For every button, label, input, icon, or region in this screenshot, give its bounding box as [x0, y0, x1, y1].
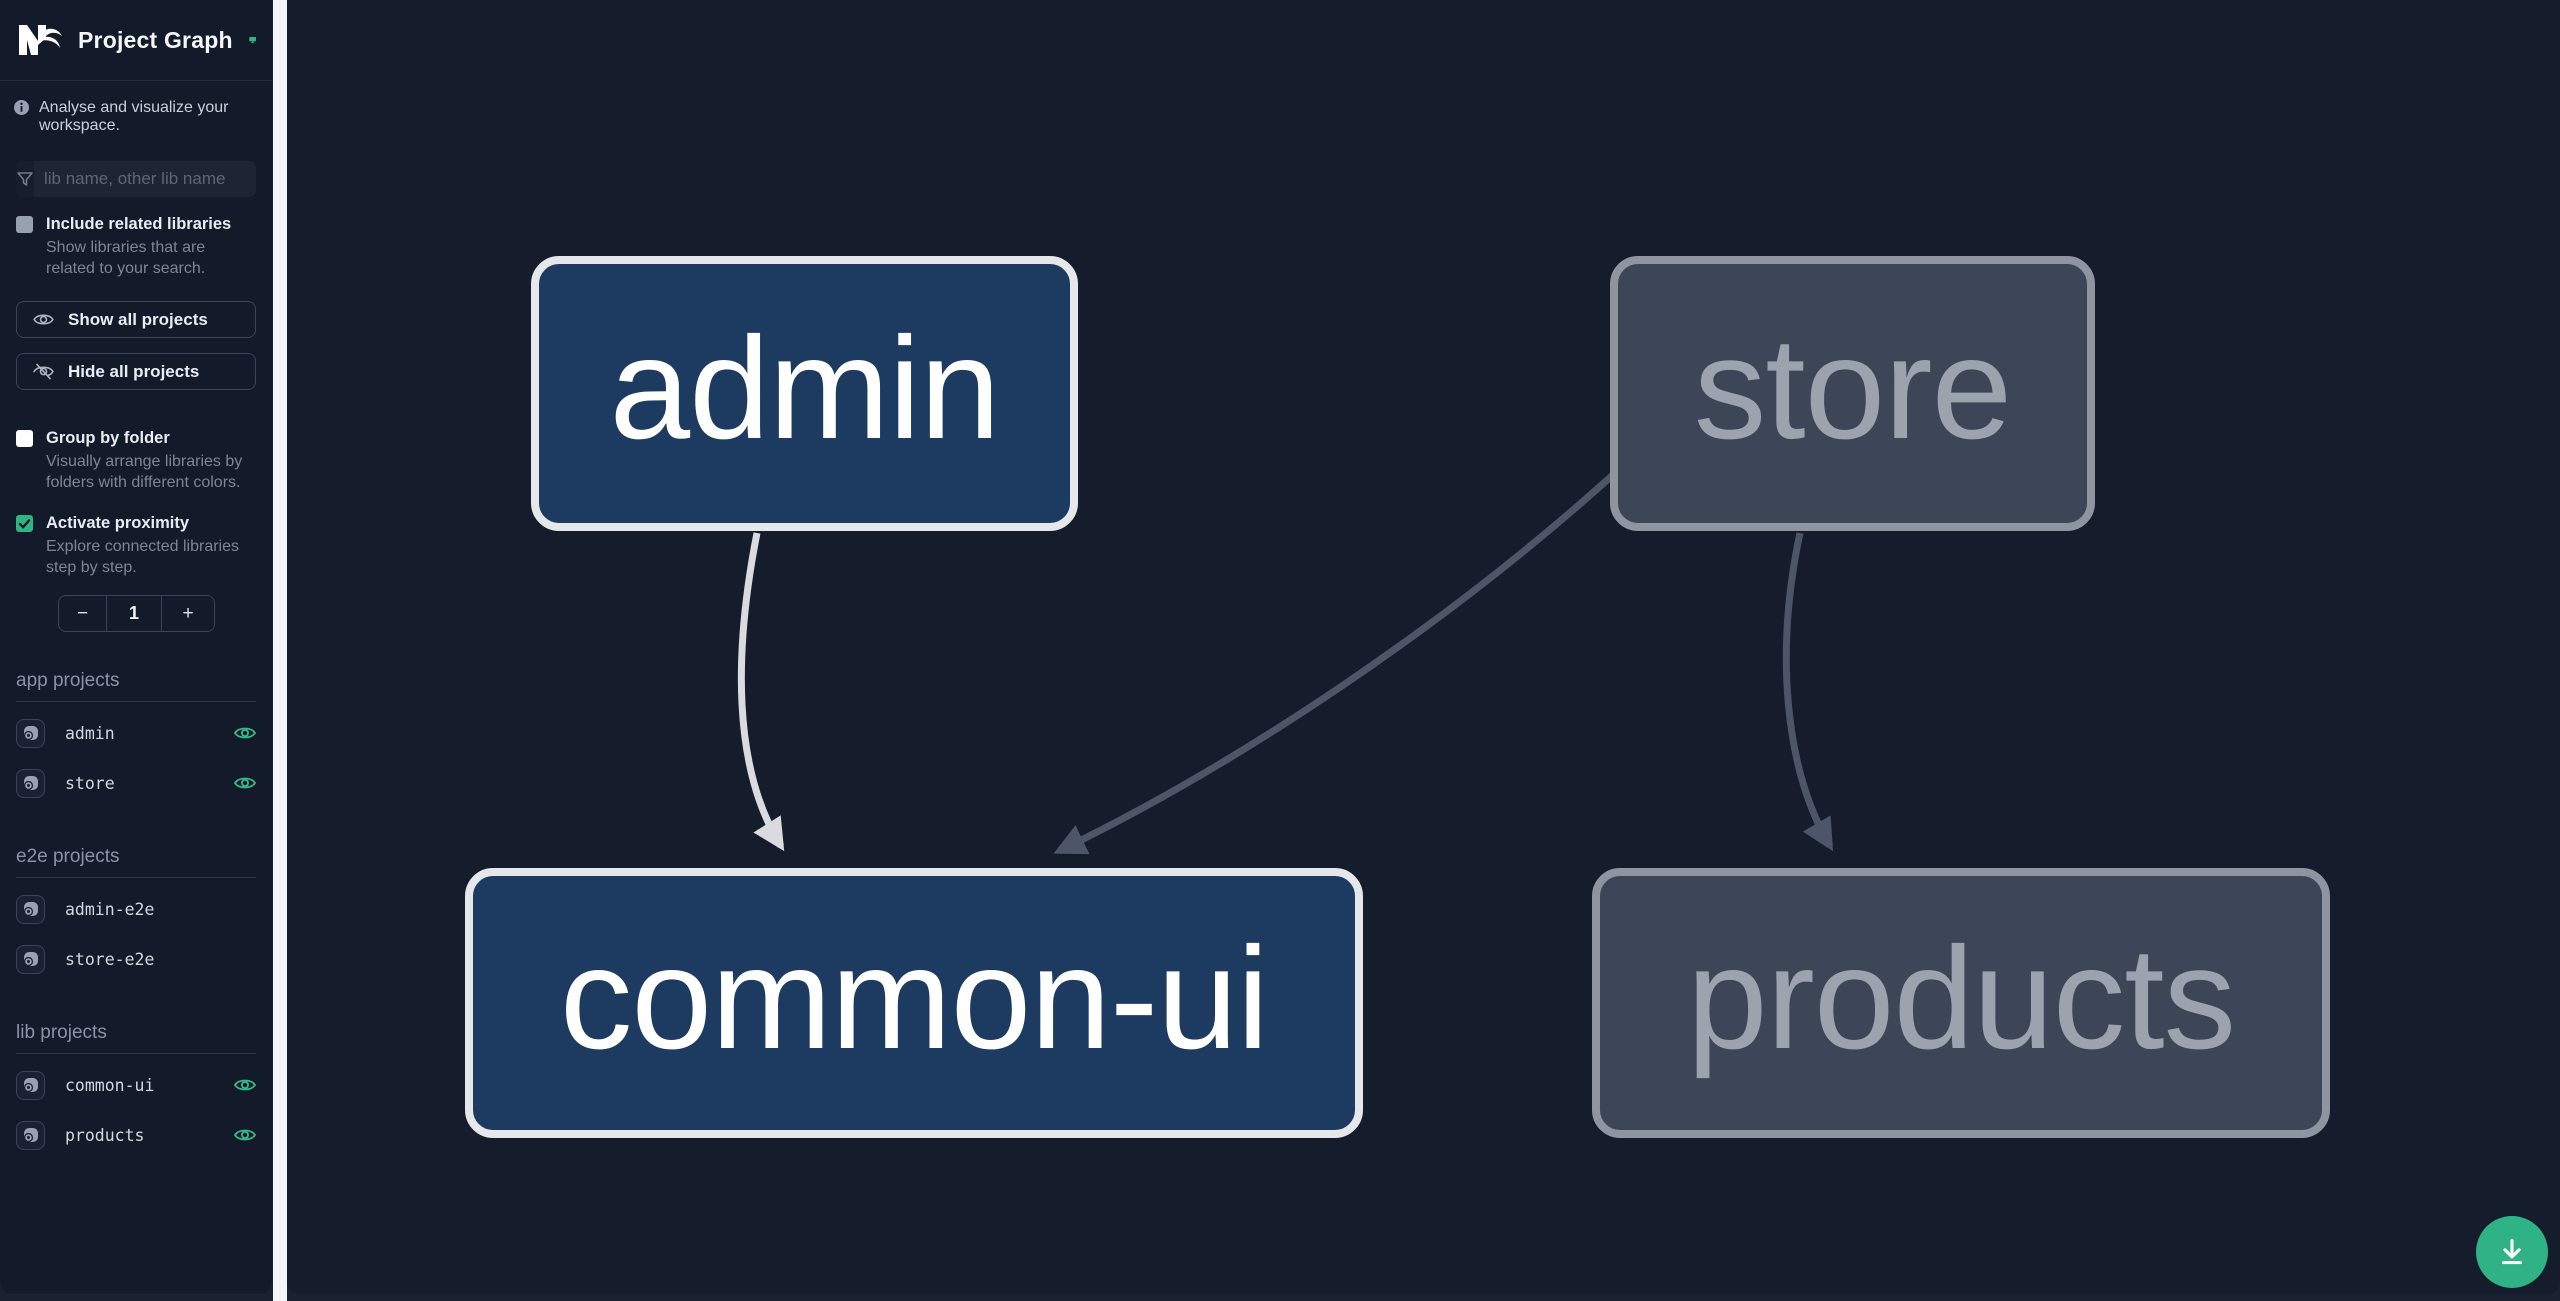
- download-icon: [2501, 1239, 2523, 1265]
- nx-logo-icon: [19, 25, 62, 55]
- activate-proximity-label: Activate proximity: [46, 514, 190, 532]
- search-input[interactable]: [34, 161, 256, 197]
- project-sections: app projects admin store e2e projects admin-…: [0, 670, 272, 1160]
- project-item-common-ui: common-ui: [0, 1060, 272, 1110]
- hide-all-projects-label: Hide all projects: [68, 361, 200, 381]
- download-graph-button[interactable]: [2476, 1216, 2548, 1288]
- search-box: [16, 161, 256, 197]
- activate-proximity-description: Explore connected libraries step by step…: [46, 538, 239, 576]
- sidebar-header: Project Graph: [0, 0, 272, 81]
- sidebar-resize-handle[interactable]: [273, 0, 287, 1301]
- project-name[interactable]: admin: [65, 723, 115, 743]
- group-by-folder-description: Visually arrange libraries by folders wi…: [46, 453, 243, 491]
- project-item-products: products: [0, 1110, 272, 1160]
- project-name[interactable]: store: [65, 773, 115, 793]
- group-by-folder-row: Group by folder Visually arrange librari…: [0, 428, 272, 493]
- eye-off-icon: [33, 363, 54, 380]
- project-item-store: store: [0, 758, 272, 808]
- section-header-lib-projects: lib projects: [16, 1022, 256, 1054]
- graph-edge-admin-to-common-ui: [737, 532, 785, 852]
- focus-icon[interactable]: [16, 894, 45, 924]
- workspace-info: Analyse and visualize your workspace.: [0, 99, 272, 135]
- group-by-folder-checkbox[interactable]: [16, 430, 33, 447]
- graph-edge-store-to-products: [1782, 532, 1834, 852]
- eye-icon: [33, 314, 54, 325]
- page-title: Project Graph: [78, 26, 233, 53]
- activate-proximity-row: Activate proximity Explore connected lib…: [0, 513, 272, 578]
- graph-node-products[interactable]: products: [1592, 868, 2330, 1138]
- info-icon: [14, 100, 29, 115]
- graph-node-store[interactable]: store: [1610, 256, 2095, 531]
- graph-edges: [737, 470, 1834, 855]
- show-all-projects-label: Show all projects: [68, 309, 208, 329]
- monitor-icon[interactable]: [249, 30, 256, 50]
- focus-icon[interactable]: [16, 1070, 45, 1100]
- include-related-description: Show libraries that are related to your …: [46, 239, 206, 277]
- project-item-admin: admin: [0, 708, 272, 758]
- eye-icon[interactable]: [234, 724, 256, 742]
- proximity-decrement-button[interactable]: −: [59, 596, 107, 631]
- eye-icon[interactable]: [234, 1076, 256, 1094]
- show-all-projects-button[interactable]: Show all projects: [16, 301, 256, 338]
- proximity-value: 1: [128, 603, 139, 623]
- eye-icon[interactable]: [234, 774, 256, 792]
- filter-icon: [16, 161, 34, 197]
- project-name[interactable]: common-ui: [65, 1075, 155, 1095]
- project-item-admin-e2e: admin-e2e: [0, 884, 272, 934]
- hide-all-projects-button[interactable]: Hide all projects: [16, 353, 256, 390]
- proximity-increment-button[interactable]: +: [161, 596, 214, 631]
- project-name[interactable]: admin-e2e: [65, 899, 155, 919]
- eye-icon[interactable]: [234, 1126, 256, 1144]
- group-by-folder-label: Group by folder: [46, 429, 170, 447]
- include-related-label: Include related libraries: [46, 215, 232, 233]
- focus-icon[interactable]: [16, 1120, 45, 1150]
- graph-node-common-ui[interactable]: common-ui: [465, 868, 1363, 1138]
- graph-node-admin[interactable]: admin: [531, 256, 1078, 531]
- activate-proximity-checkbox[interactable]: [16, 515, 33, 532]
- workspace-info-text: Analyse and visualize your workspace.: [39, 99, 229, 134]
- graph-edge-store-to-common-ui: [1053, 470, 1618, 855]
- graph-canvas[interactable]: admin store common-ui products: [287, 0, 2560, 1294]
- project-name[interactable]: store-e2e: [65, 949, 155, 969]
- sidebar: Project Graph Analyse and visualize your…: [0, 0, 272, 1294]
- section-header-app-projects: app projects: [16, 670, 256, 702]
- focus-icon[interactable]: [16, 944, 45, 974]
- section-header-e2e-projects: e2e projects: [16, 846, 256, 878]
- include-related-row: Include related libraries Show libraries…: [0, 214, 272, 279]
- proximity-stepper: − 1 +: [58, 595, 215, 632]
- focus-icon[interactable]: [16, 768, 45, 798]
- project-item-store-e2e: store-e2e: [0, 934, 272, 984]
- include-related-checkbox[interactable]: [16, 216, 33, 233]
- project-name[interactable]: products: [65, 1125, 145, 1145]
- focus-icon[interactable]: [16, 718, 45, 748]
